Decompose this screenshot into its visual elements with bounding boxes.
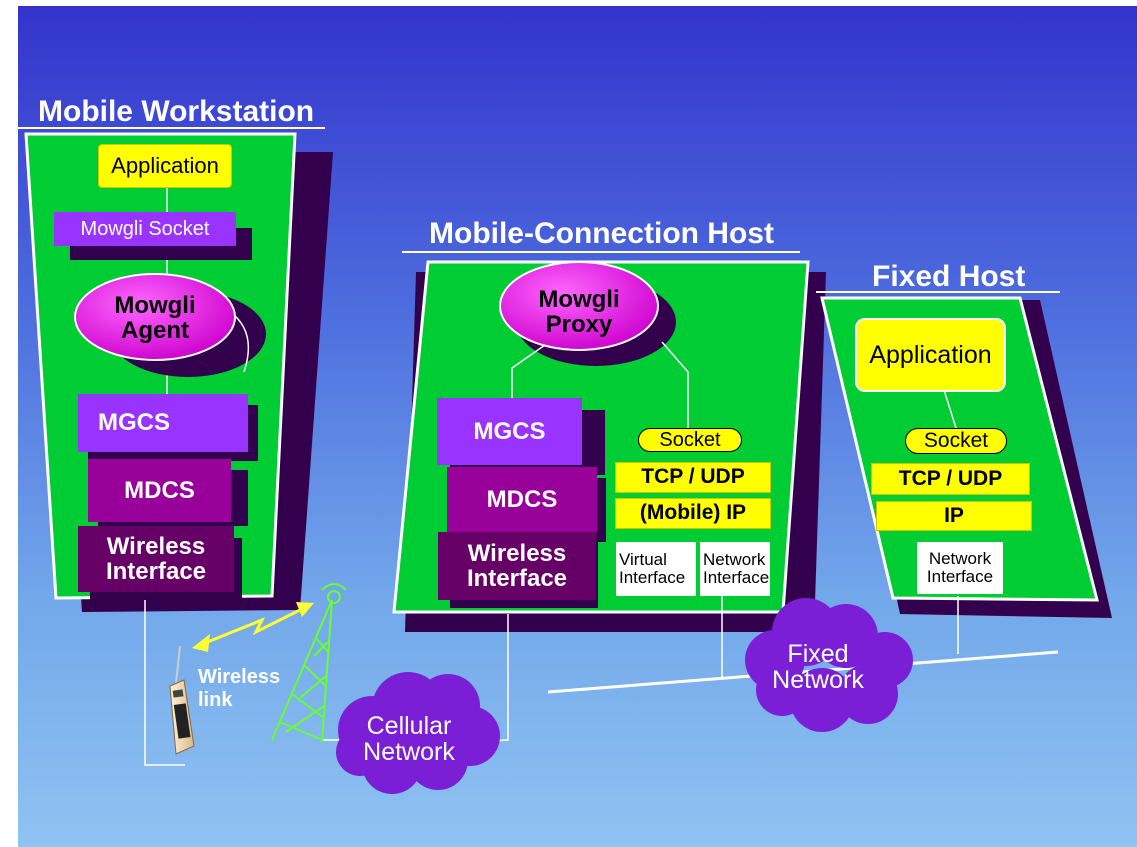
mch-mdcs-label: MDCS bbox=[486, 486, 558, 514]
wireless-link-label-line2: link bbox=[198, 689, 233, 711]
fh-tcp-udp-label: TCP / UDP bbox=[898, 466, 1003, 490]
fixed-network-label: Fixed Network bbox=[750, 634, 886, 700]
mch-wireless-line2: Interface bbox=[466, 565, 568, 592]
mw-mowgli-agent-label-group: Mowgli Agent bbox=[78, 286, 232, 350]
mch-mobile-ip-box: (Mobile) IP bbox=[615, 498, 771, 529]
mch-network-interface-box: Network Interface bbox=[700, 542, 770, 596]
mw-wireless-line1: Wireless bbox=[106, 532, 206, 560]
cellular-network-line2: Network bbox=[363, 738, 455, 766]
mch-virtual-line1: Virtual bbox=[619, 550, 667, 570]
cellular-network-line1: Cellular bbox=[366, 711, 452, 740]
mw-application-box: Application bbox=[98, 144, 232, 188]
mch-wireless-line1: Wireless bbox=[467, 539, 567, 567]
fixed-network-cloud bbox=[745, 598, 913, 732]
mw-mgcs-label: MGCS bbox=[98, 409, 170, 437]
fixed-network-line bbox=[547, 650, 1059, 694]
fh-network-line2: Interface bbox=[926, 567, 994, 586]
mch-proxy-line1: Mowgli bbox=[538, 285, 620, 313]
mch-virtual-line2: Interface bbox=[619, 568, 686, 587]
fixed-host-title: Fixed Host bbox=[872, 260, 1026, 293]
wireless-to-phone-line bbox=[144, 600, 185, 766]
mw-wireless-interface-box: Wireless Interface bbox=[78, 526, 234, 592]
fh-ip-label: IP bbox=[944, 503, 964, 527]
mowgli-proxy-ellipse bbox=[499, 261, 659, 351]
fixed-network-line2: Network bbox=[772, 666, 864, 694]
mch-mobile-ip-label: (Mobile) IP bbox=[639, 501, 747, 525]
fh-application-label: Application bbox=[869, 340, 992, 369]
cellular-network-label: Cellular Network bbox=[346, 706, 472, 772]
wireless-link-arrow bbox=[192, 602, 314, 652]
connector-line bbox=[943, 389, 957, 429]
mch-proxy-line2: Proxy bbox=[545, 311, 613, 338]
mw-mdcs-box: MDCS bbox=[88, 459, 231, 522]
mobile-workstation-title: Mobile Workstation bbox=[38, 95, 315, 128]
mch-tcp-udp-label: TCP / UDP bbox=[641, 465, 745, 489]
fixed-network-line1: Fixed bbox=[787, 639, 849, 668]
mobile-phone-icon bbox=[169, 645, 195, 755]
connector-line bbox=[661, 341, 689, 428]
mw-wireless-line2: Interface bbox=[105, 558, 207, 585]
cellular-network-cloud bbox=[336, 672, 500, 794]
mch-socket-box: Socket bbox=[638, 428, 742, 452]
mobile-connection-host-title: Mobile-Connection Host bbox=[429, 217, 774, 250]
fh-socket-box: Socket bbox=[905, 428, 1007, 454]
mw-mowgli-socket-box: Mowgli Socket bbox=[54, 212, 236, 246]
mw-mowgli-socket-label: Mowgli Socket bbox=[80, 217, 210, 240]
mw-application-label: Application bbox=[111, 153, 219, 179]
mch-network-line2: Interface bbox=[703, 568, 770, 587]
mch-mgcs-label: MGCS bbox=[473, 417, 546, 445]
mw-agent-line1: Mowgli bbox=[114, 291, 196, 319]
mch-network-line1: Network bbox=[703, 550, 766, 570]
mch-mdcs-box: MDCS bbox=[447, 467, 597, 533]
mch-virtual-interface-box: Virtual Interface bbox=[616, 542, 696, 596]
connector-line bbox=[511, 344, 546, 398]
mch-tcp-udp-box: TCP / UDP bbox=[615, 462, 771, 493]
cell-tower-icon bbox=[271, 583, 347, 743]
mw-mdcs-label: MDCS bbox=[124, 476, 195, 504]
mch-socket-label: Socket bbox=[659, 428, 721, 451]
mw-agent-line2: Agent bbox=[121, 317, 189, 344]
fh-ip-box: IP bbox=[876, 501, 1032, 531]
mch-wireless-interface-box: Wireless Interface bbox=[438, 532, 596, 600]
mch-mowgli-proxy-label-group: Mowgli Proxy bbox=[510, 280, 648, 344]
fh-network-interface-box: Network Interface bbox=[917, 542, 1003, 594]
mowgli-agent-ellipse bbox=[74, 273, 236, 361]
fh-socket-label: Socket bbox=[923, 428, 989, 452]
fh-network-line1: Network bbox=[928, 549, 992, 569]
wireless-link-label-line1: Wireless bbox=[198, 666, 281, 688]
fh-tcp-udp-box: TCP / UDP bbox=[871, 463, 1030, 495]
fh-application-box: Application bbox=[855, 318, 1006, 392]
mch-mgcs-box: MGCS bbox=[437, 398, 582, 465]
mw-mgcs-box: MGCS bbox=[78, 394, 248, 452]
